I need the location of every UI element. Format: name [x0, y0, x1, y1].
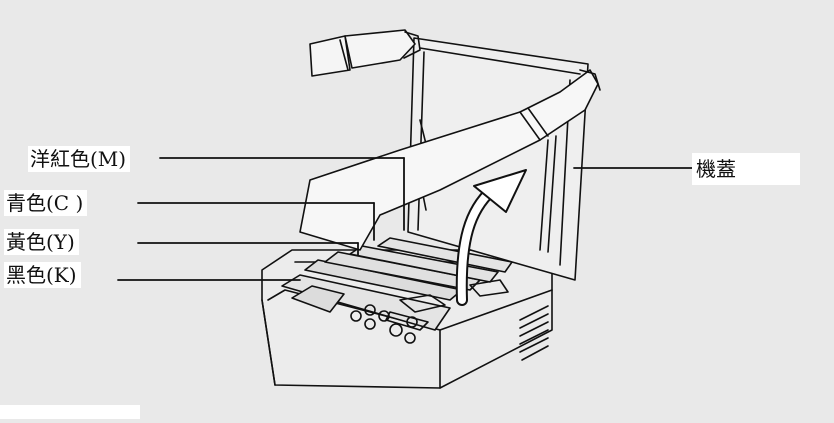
label-black: 黑色(K): [4, 262, 81, 288]
label-yellow: 黃色(Y): [4, 229, 79, 255]
label-magenta: 洋紅色(M): [28, 146, 130, 172]
blank-box-bottom-left: [0, 405, 140, 419]
label-cover: 機蓋: [692, 153, 800, 185]
label-cyan: 青色(C ): [4, 190, 87, 216]
